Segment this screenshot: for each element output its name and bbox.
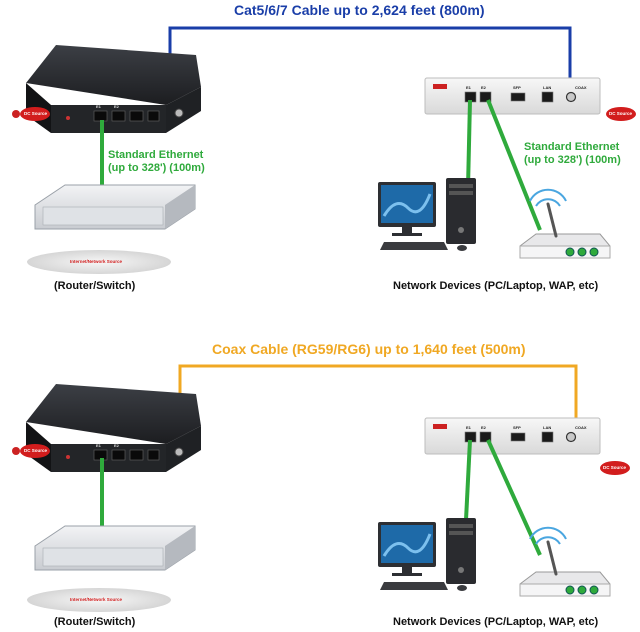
source-badge [27,588,171,612]
pc-monitor-icon [376,176,478,253]
port-label: E2 [481,425,486,430]
port-label: COAX [575,425,587,430]
port-label: LAN [543,425,552,430]
dc-source-badge [20,107,50,121]
panel-2 [12,364,630,612]
port-label: E2 [481,85,486,90]
source-badge-label: Internet/Network Source [70,597,123,602]
port-label: E2 [114,104,119,109]
router-caption: (Router/Switch) [54,280,136,292]
port-label: E1 [466,425,471,430]
devices-caption: Network Devices (PC/Laptop, WAP, etc) [393,280,599,292]
panel-1 [12,26,636,274]
pc-monitor-icon [376,516,478,593]
cable-label: Coax Cable (RG59/RG6) up to 1,640 feet (… [212,341,526,357]
devices-caption: Network Devices (PC/Laptop, WAP, etc) [393,616,599,628]
router-switch-icon [34,184,196,230]
router-switch-icon [34,525,196,571]
dc-source-badge [20,444,50,458]
master-unit [25,383,202,473]
source-badge-label: Internet/Network Source [70,259,123,264]
port-label: E1 [466,85,471,90]
ethernet-label-left: Standard Ethernet (up to 328') (100m) [108,149,205,174]
router-caption: (Router/Switch) [54,616,136,628]
port-label: LAN [543,85,552,90]
remote-unit [424,77,601,115]
ethernet-label-right: Standard Ethernet (up to 328') (100m) [524,141,621,166]
power-label: DC Source [609,111,633,116]
dc-source-badge [600,461,630,475]
power-label: DC Source [603,465,627,470]
port-label: SFP [513,85,521,90]
port-label: E1 [96,443,101,448]
wap-icon [518,188,612,260]
port-label: SFP [513,425,521,430]
master-unit [25,44,202,134]
cable-label: Cat5/6/7 Cable up to 2,624 feet (800m) [234,2,485,18]
power-label: DC Source [24,448,48,453]
remote-unit [424,417,601,455]
power-label: DC Source [24,111,48,116]
port-label: E2 [114,443,119,448]
source-badge [27,250,171,274]
dc-source-badge [606,107,636,121]
port-label: COAX [575,85,587,90]
port-label: E1 [96,104,101,109]
